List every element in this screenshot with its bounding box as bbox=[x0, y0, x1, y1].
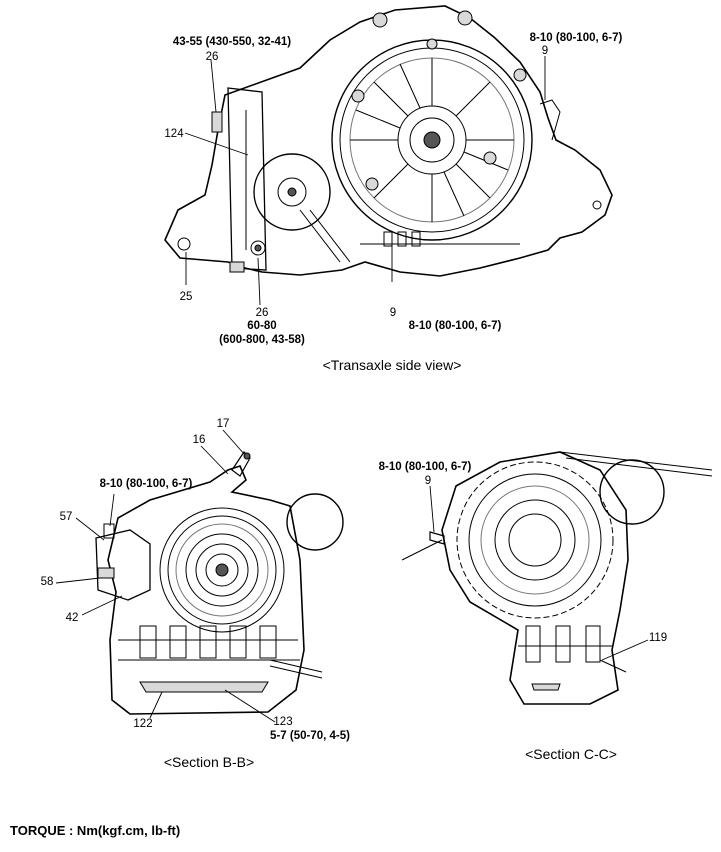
callout-26-top: 26 bbox=[205, 51, 219, 63]
section-cc-torque-1: 8-10 (80-100, 6-7) bbox=[378, 461, 472, 473]
caption-transaxle-side-view: <Transaxle side view> bbox=[322, 357, 462, 373]
callout-119: 119 bbox=[648, 632, 668, 644]
callout-58: 58 bbox=[40, 576, 54, 588]
callout-9-bottom: 9 bbox=[389, 307, 397, 319]
callout-42: 42 bbox=[65, 612, 79, 624]
torque-label-bottom-right: 8-10 (80-100, 6-7) bbox=[408, 320, 502, 332]
callout-16: 16 bbox=[192, 434, 206, 446]
section-cc-drawing bbox=[401, 451, 713, 705]
callout-25: 25 bbox=[179, 291, 193, 303]
callout-17: 17 bbox=[216, 418, 230, 430]
callout-122: 122 bbox=[133, 718, 153, 730]
callout-9-top: 9 bbox=[541, 45, 549, 57]
section-bb-torque-2: 5-7 (50-70, 4-5) bbox=[270, 730, 350, 742]
section-bb-torque-1: 8-10 (80-100, 6-7) bbox=[99, 478, 193, 490]
section-bb-drawing bbox=[55, 429, 344, 723]
torque-label-top-left: 43-55 (430-550, 32-41) bbox=[172, 36, 292, 48]
torque-label-bottom-mid-line1: 60-80 bbox=[247, 320, 277, 332]
callout-57: 57 bbox=[59, 511, 73, 523]
callout-9-cc: 9 bbox=[424, 475, 432, 487]
transaxle-side-view-drawing bbox=[164, 5, 613, 306]
caption-section-bb: <Section B-B> bbox=[163, 754, 255, 770]
callout-123: 123 bbox=[273, 716, 293, 728]
callout-124: 124 bbox=[164, 128, 184, 140]
torque-label-top-right: 8-10 (80-100, 6-7) bbox=[529, 32, 623, 44]
torque-units-legend: TORQUE : Nm(kgf.cm, lb-ft) bbox=[10, 823, 181, 838]
callout-26-bottom: 26 bbox=[255, 307, 269, 319]
torque-label-bottom-mid-line2: (600-800, 43-58) bbox=[219, 334, 305, 346]
caption-section-cc: <Section C-C> bbox=[525, 746, 617, 762]
